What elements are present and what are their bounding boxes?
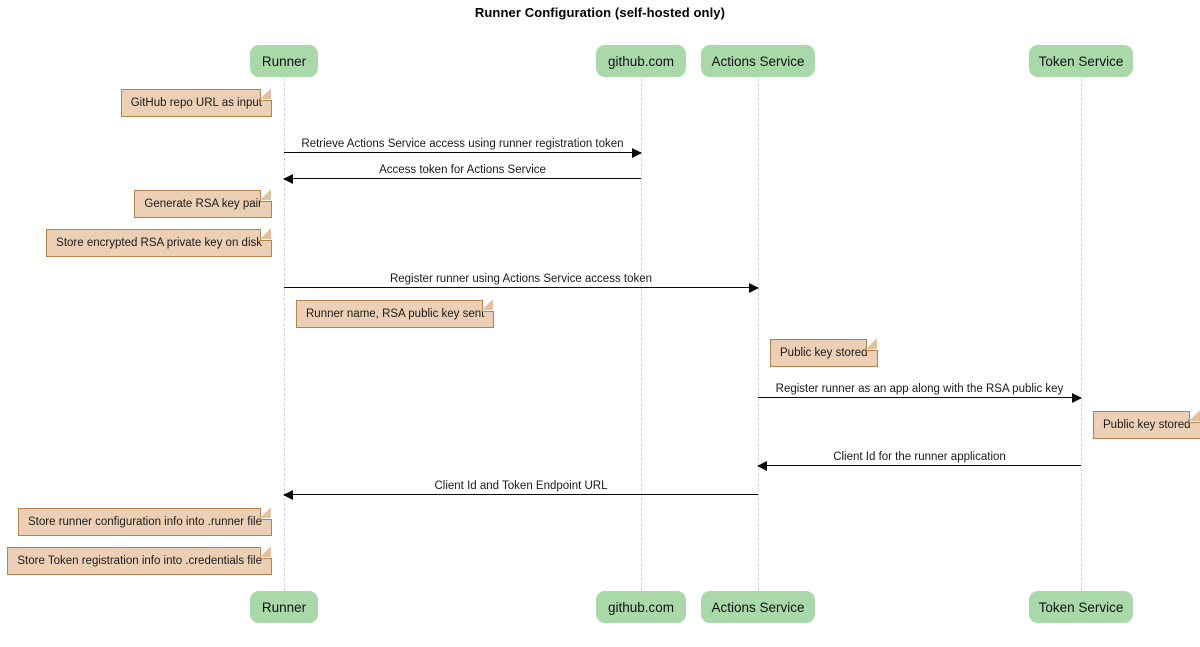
message-label: Client Id and Token Endpoint URL <box>434 480 608 492</box>
participant-header-github[interactable]: github.com <box>596 45 686 77</box>
note[interactable]: Store encrypted RSA private key on disk <box>46 228 272 257</box>
participant-label: github.com <box>607 599 675 615</box>
note-fold-corner-icon <box>260 189 272 202</box>
note-fold-corner-icon <box>1188 410 1200 423</box>
lifeline-token <box>1081 78 1082 591</box>
arrow-head-icon <box>757 460 767 471</box>
note-fold-corner-icon <box>865 338 878 351</box>
lifeline-github <box>641 78 642 591</box>
message-arrow[interactable]: Access token for Actions Service <box>283 164 641 184</box>
message-arrow[interactable]: Register runner as an app along with the… <box>758 383 1082 403</box>
participant-label: Runner <box>261 599 307 615</box>
arrow-line <box>758 465 1081 466</box>
note-text: Public key stored <box>1103 419 1191 431</box>
page-title: Runner Configuration (self-hosted only) <box>474 5 726 20</box>
note-fold-corner-icon <box>260 228 272 241</box>
note[interactable]: GitHub repo URL as input <box>120 88 272 117</box>
note[interactable]: Store Token registration info into .cred… <box>7 546 272 575</box>
note-text: Store Token registration info into .cred… <box>17 555 262 567</box>
participant-label: Token Service <box>1038 53 1124 69</box>
note-text: Store encrypted RSA private key on disk <box>56 237 262 249</box>
message-arrow[interactable]: Register runner using Actions Service ac… <box>284 273 759 293</box>
participant-header-token[interactable]: Token Service <box>1029 45 1133 77</box>
arrow-line <box>284 494 758 495</box>
note[interactable]: Runner name, RSA public key sent <box>296 299 495 328</box>
participant-label: Actions Service <box>711 53 805 69</box>
participant-footer-github[interactable]: github.com <box>596 591 686 623</box>
message-label: Access token for Actions Service <box>379 164 546 176</box>
arrow-head-icon <box>283 489 293 500</box>
message-label: Register runner using Actions Service ac… <box>389 273 653 285</box>
lifeline-runner <box>284 78 285 591</box>
message-label: Register runner as an app along with the… <box>775 383 1064 395</box>
participant-label: github.com <box>607 53 675 69</box>
note[interactable]: Public key stored <box>1093 410 1200 439</box>
note-text: Public key stored <box>780 347 868 359</box>
note[interactable]: Store runner configuration info into .ru… <box>18 507 272 536</box>
lifeline-actions <box>758 78 759 591</box>
note-fold-corner-icon <box>260 507 272 520</box>
note-text: Runner name, RSA public key sent <box>306 308 485 320</box>
arrow-line <box>284 152 641 153</box>
note[interactable]: Public key stored <box>770 338 878 367</box>
note-text: Store runner configuration info into .ru… <box>28 516 262 528</box>
message-arrow[interactable]: Client Id and Token Endpoint URL <box>283 480 758 500</box>
participant-footer-token[interactable]: Token Service <box>1029 591 1133 623</box>
participant-header-runner[interactable]: Runner <box>250 45 318 77</box>
participant-footer-runner[interactable]: Runner <box>250 591 318 623</box>
participant-label: Token Service <box>1038 599 1124 615</box>
message-label: Client Id for the runner application <box>833 451 1006 463</box>
message-label: Retrieve Actions Service access using ru… <box>301 138 624 150</box>
arrow-head-icon <box>1072 392 1082 403</box>
participant-header-actions[interactable]: Actions Service <box>701 45 815 77</box>
message-arrow[interactable]: Retrieve Actions Service access using ru… <box>284 138 642 158</box>
note-fold-corner-icon <box>482 299 495 312</box>
note[interactable]: Generate RSA key pair <box>134 189 272 218</box>
note-fold-corner-icon <box>260 88 272 101</box>
message-arrow[interactable]: Client Id for the runner application <box>757 451 1081 471</box>
arrow-line <box>284 287 758 288</box>
note-fold-corner-icon <box>260 546 272 559</box>
note-text: GitHub repo URL as input <box>130 97 262 109</box>
participant-label: Actions Service <box>711 599 805 615</box>
arrow-head-icon <box>749 282 759 293</box>
participant-label: Runner <box>261 53 307 69</box>
arrow-head-icon <box>283 173 293 184</box>
participant-footer-actions[interactable]: Actions Service <box>701 591 815 623</box>
arrow-line <box>284 178 641 179</box>
arrow-line <box>758 397 1081 398</box>
arrow-head-icon <box>632 147 642 158</box>
note-text: Generate RSA key pair <box>144 198 262 210</box>
